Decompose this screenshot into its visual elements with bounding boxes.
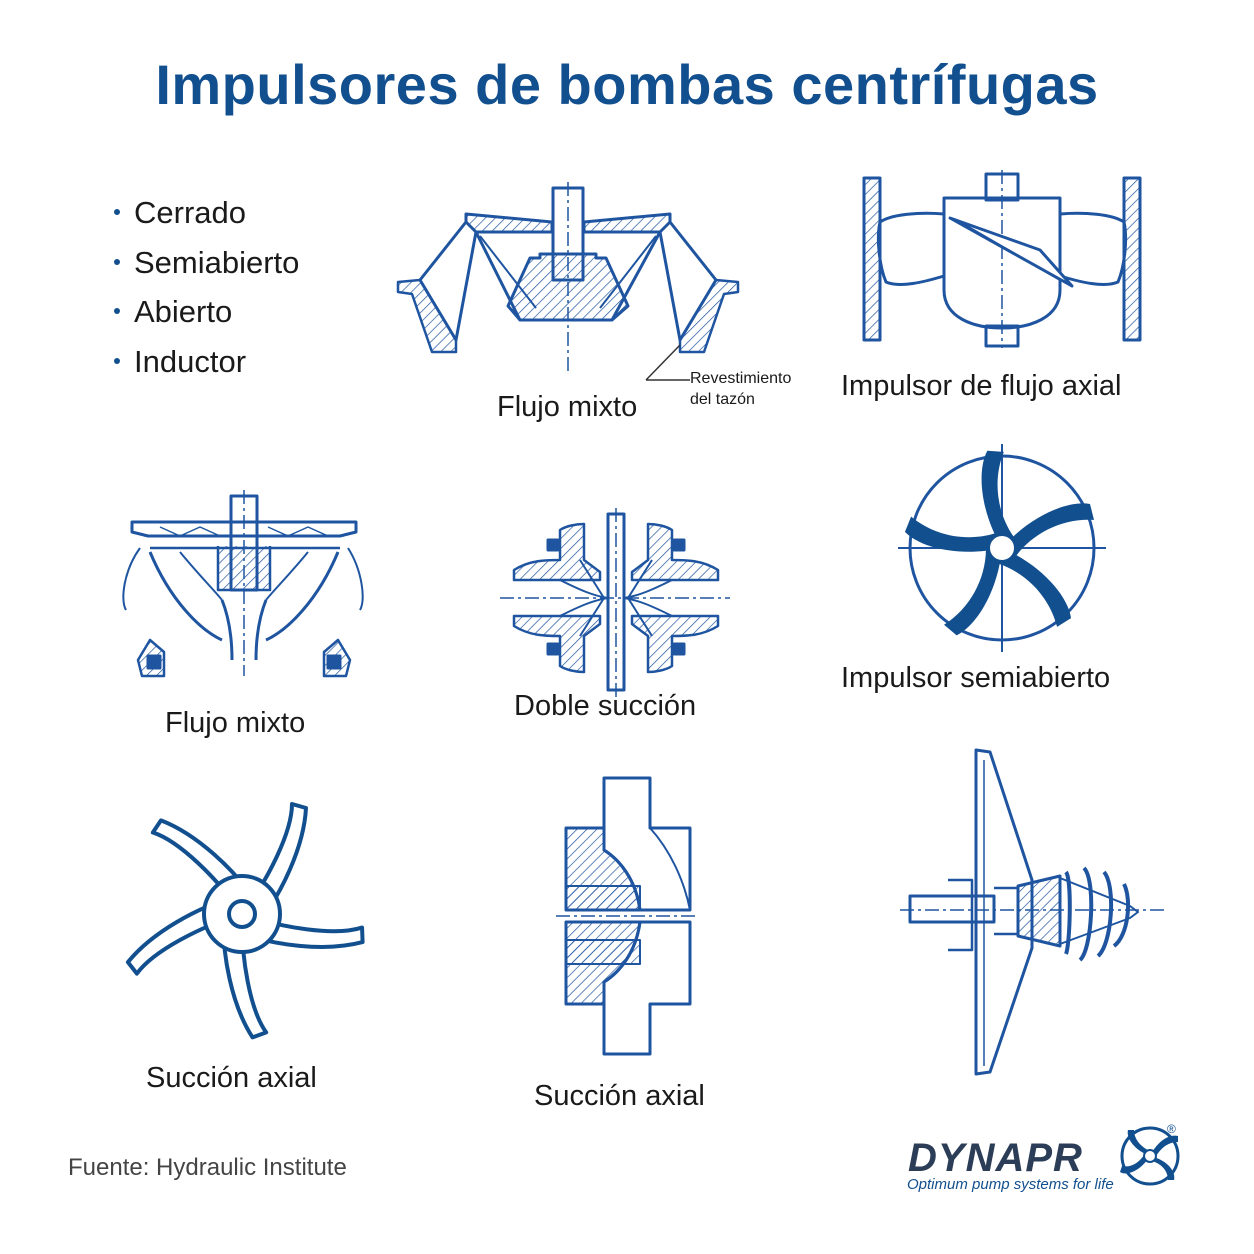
source-note: Fuente: Hydraulic Institute <box>68 1154 347 1181</box>
list-item: Semiabierto <box>112 238 299 288</box>
double-suction-label: Doble succión <box>514 690 697 722</box>
page-title: Impulsores de bombas centrífugas <box>155 53 1099 116</box>
dynapro-logo-swirl-icon <box>1120 1126 1180 1186</box>
semi-open-impeller-drawing <box>898 444 1106 652</box>
bowl-liner-label-line2: del tazón <box>690 391 755 408</box>
double-suction-impeller-drawing <box>500 508 730 700</box>
bowl-liner-label-line1: Revestimiento <box>690 370 792 387</box>
mixed-flow-label: Flujo mixto <box>165 707 306 739</box>
axial-flow-impeller-drawing <box>862 170 1142 348</box>
registered-mark: ® <box>1167 1122 1176 1136</box>
mixed-flow-impeller-mid-drawing <box>122 490 364 678</box>
inductor-drawing <box>900 748 1166 1076</box>
axial-suction-section-drawing <box>556 776 698 1056</box>
semi-open-label: Impulsor semiabierto <box>841 662 1111 694</box>
list-item: Cerrado <box>112 188 299 238</box>
brand-tagline: Optimum pump systems for life <box>907 1176 1114 1193</box>
axial-flow-label: Impulsor de flujo axial <box>841 370 1122 402</box>
axial-suction-label: Succión axial <box>534 1080 705 1112</box>
brand-name: DYNAPR <box>908 1136 1083 1180</box>
list-item: Inductor <box>112 337 299 387</box>
mixed-flow-label: Flujo mixto <box>497 391 638 423</box>
list-item: Abierto <box>112 287 299 337</box>
axial-suction-label: Succión axial <box>146 1062 317 1094</box>
mixed-flow-impeller-top-drawing <box>396 182 740 381</box>
impeller-types-list: Cerrado Semiabierto Abierto Inductor <box>112 188 299 386</box>
axial-suction-open-impeller-drawing <box>126 802 369 1041</box>
